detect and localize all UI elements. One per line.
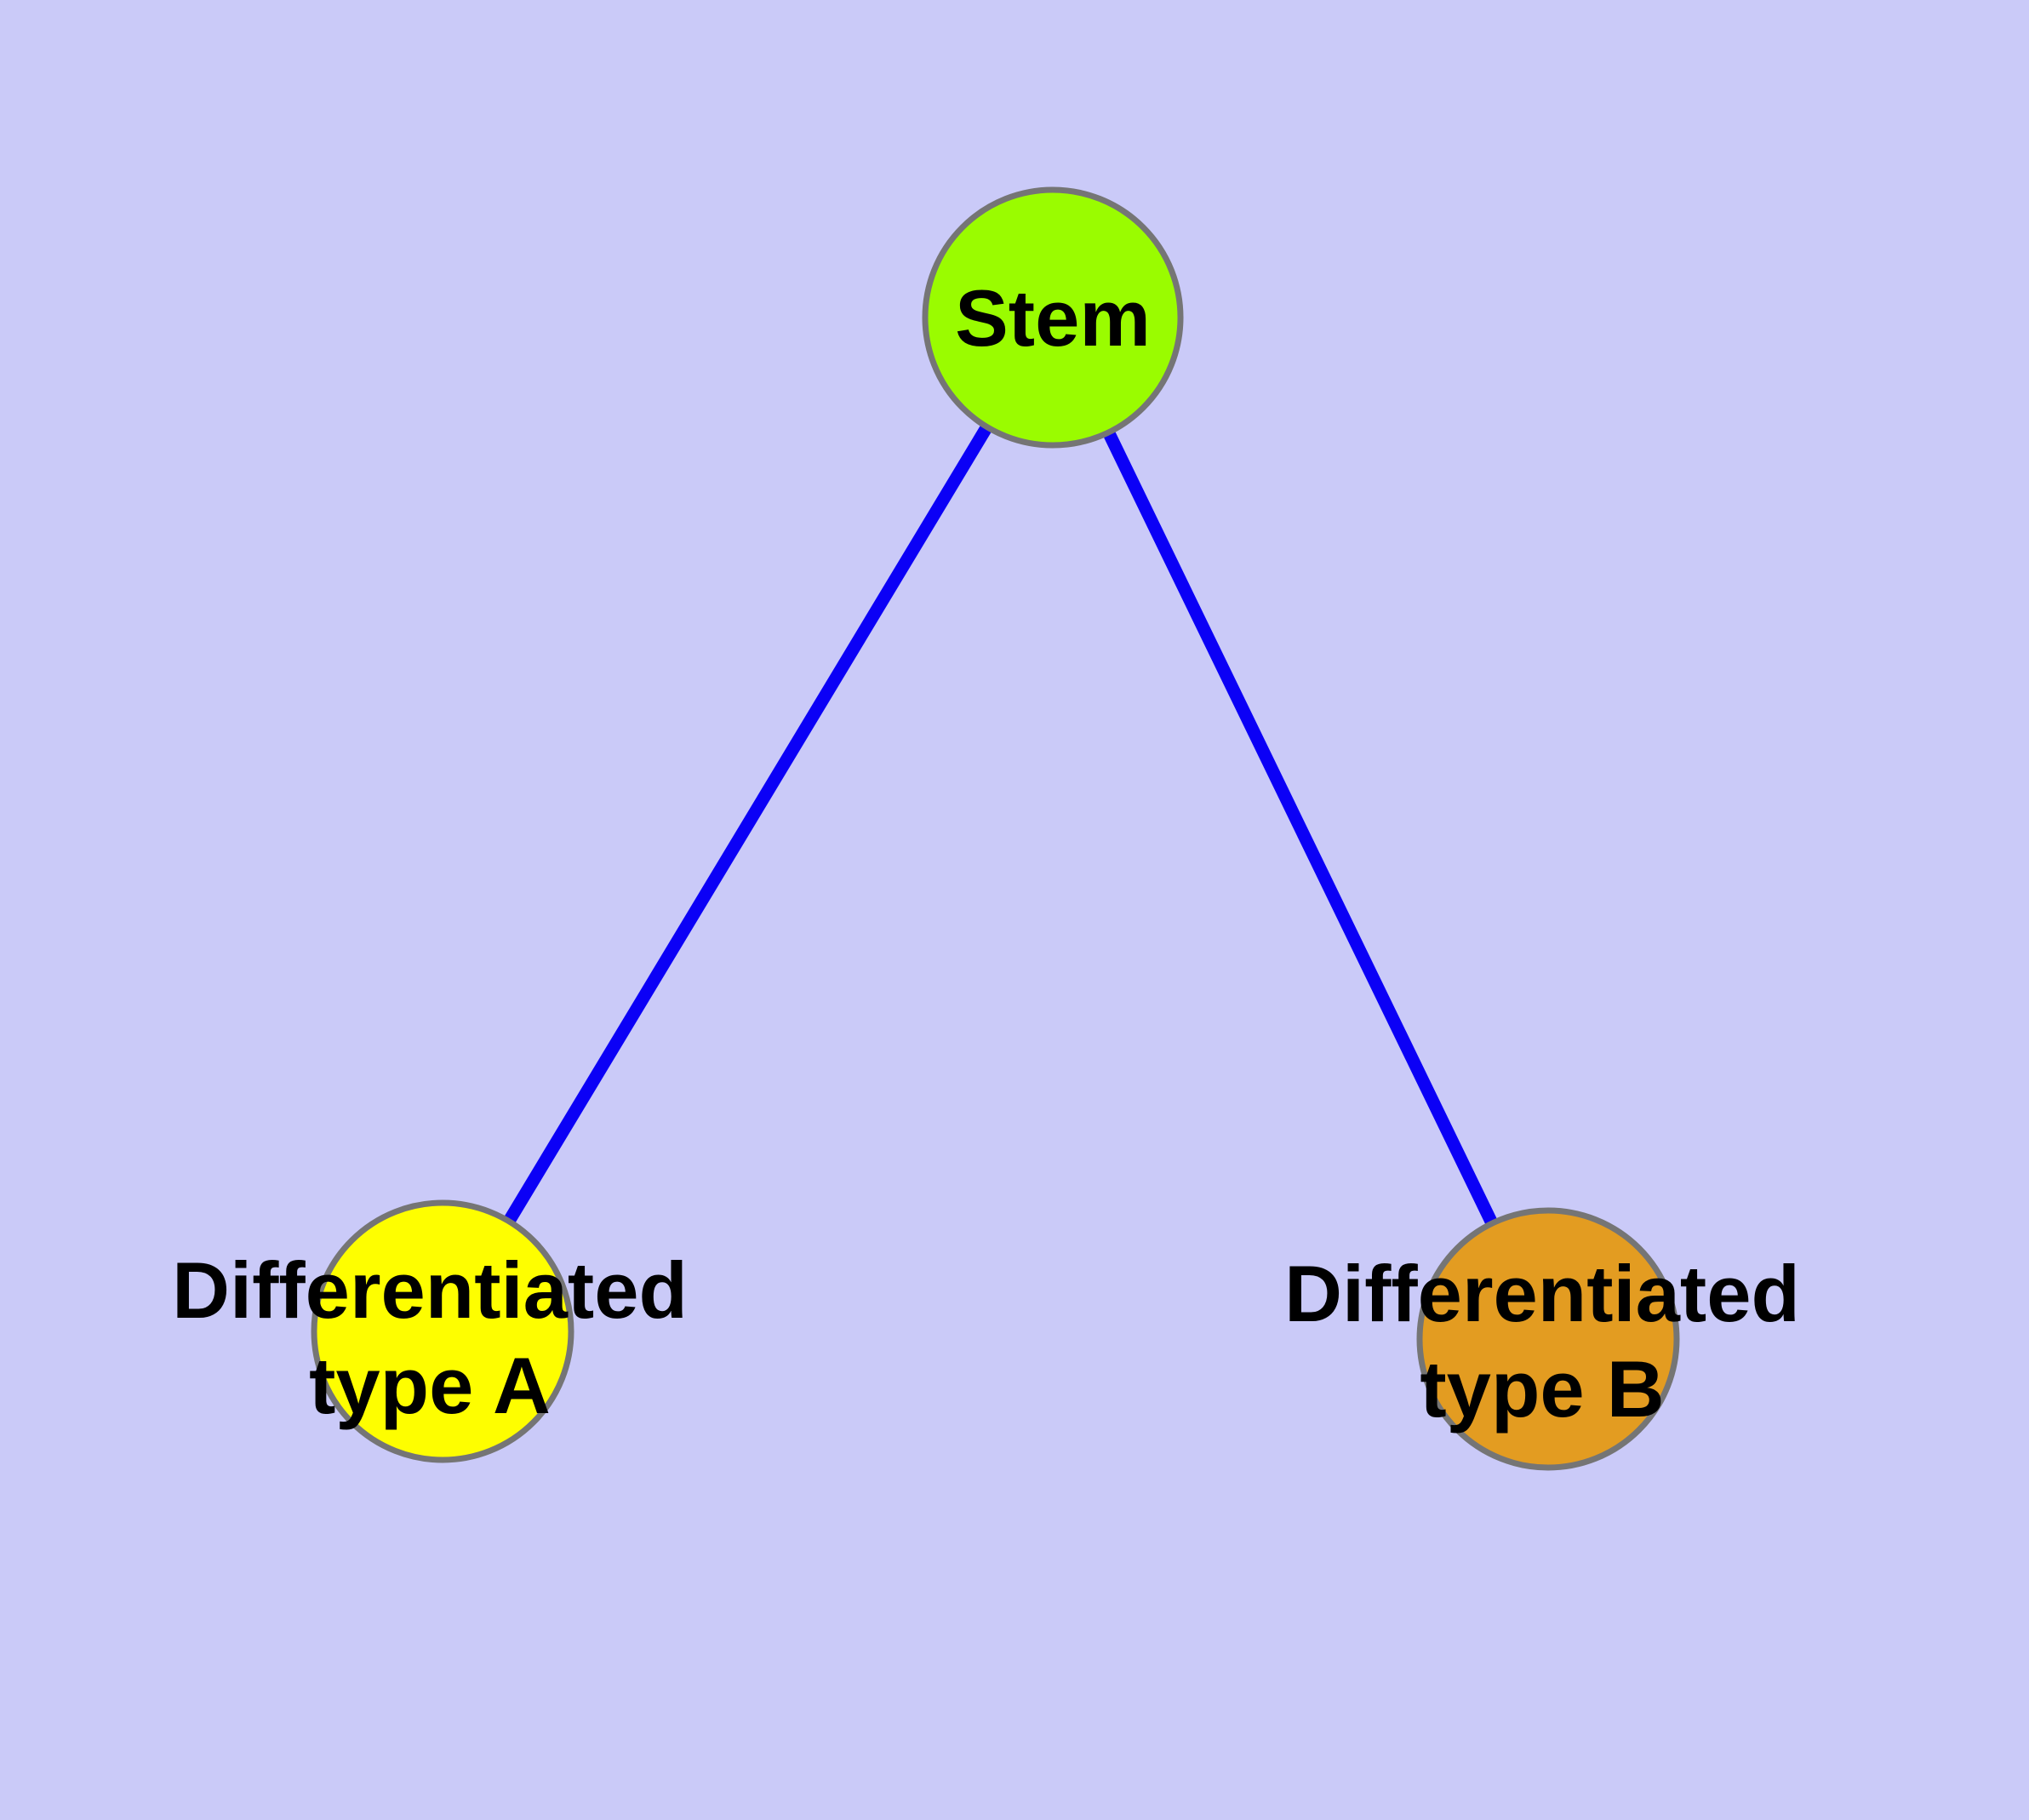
node-type-a-label-line1: Differentiated (172, 1245, 688, 1335)
node-type-a-label-line2: type A (309, 1341, 551, 1430)
edge-stem-to-type-a (436, 311, 1060, 1338)
node-differentiated-type-a (311, 1199, 574, 1463)
node-type-b-label-line2: type B (1420, 1344, 1664, 1434)
node-stem-label: Stem (955, 273, 1151, 363)
edge-stem-to-type-b (1046, 311, 1555, 1346)
node-differentiated-type-b (1416, 1207, 1680, 1471)
node-type-b-label-line1: Differentiated (1284, 1249, 1800, 1338)
node-stem (922, 186, 1184, 449)
